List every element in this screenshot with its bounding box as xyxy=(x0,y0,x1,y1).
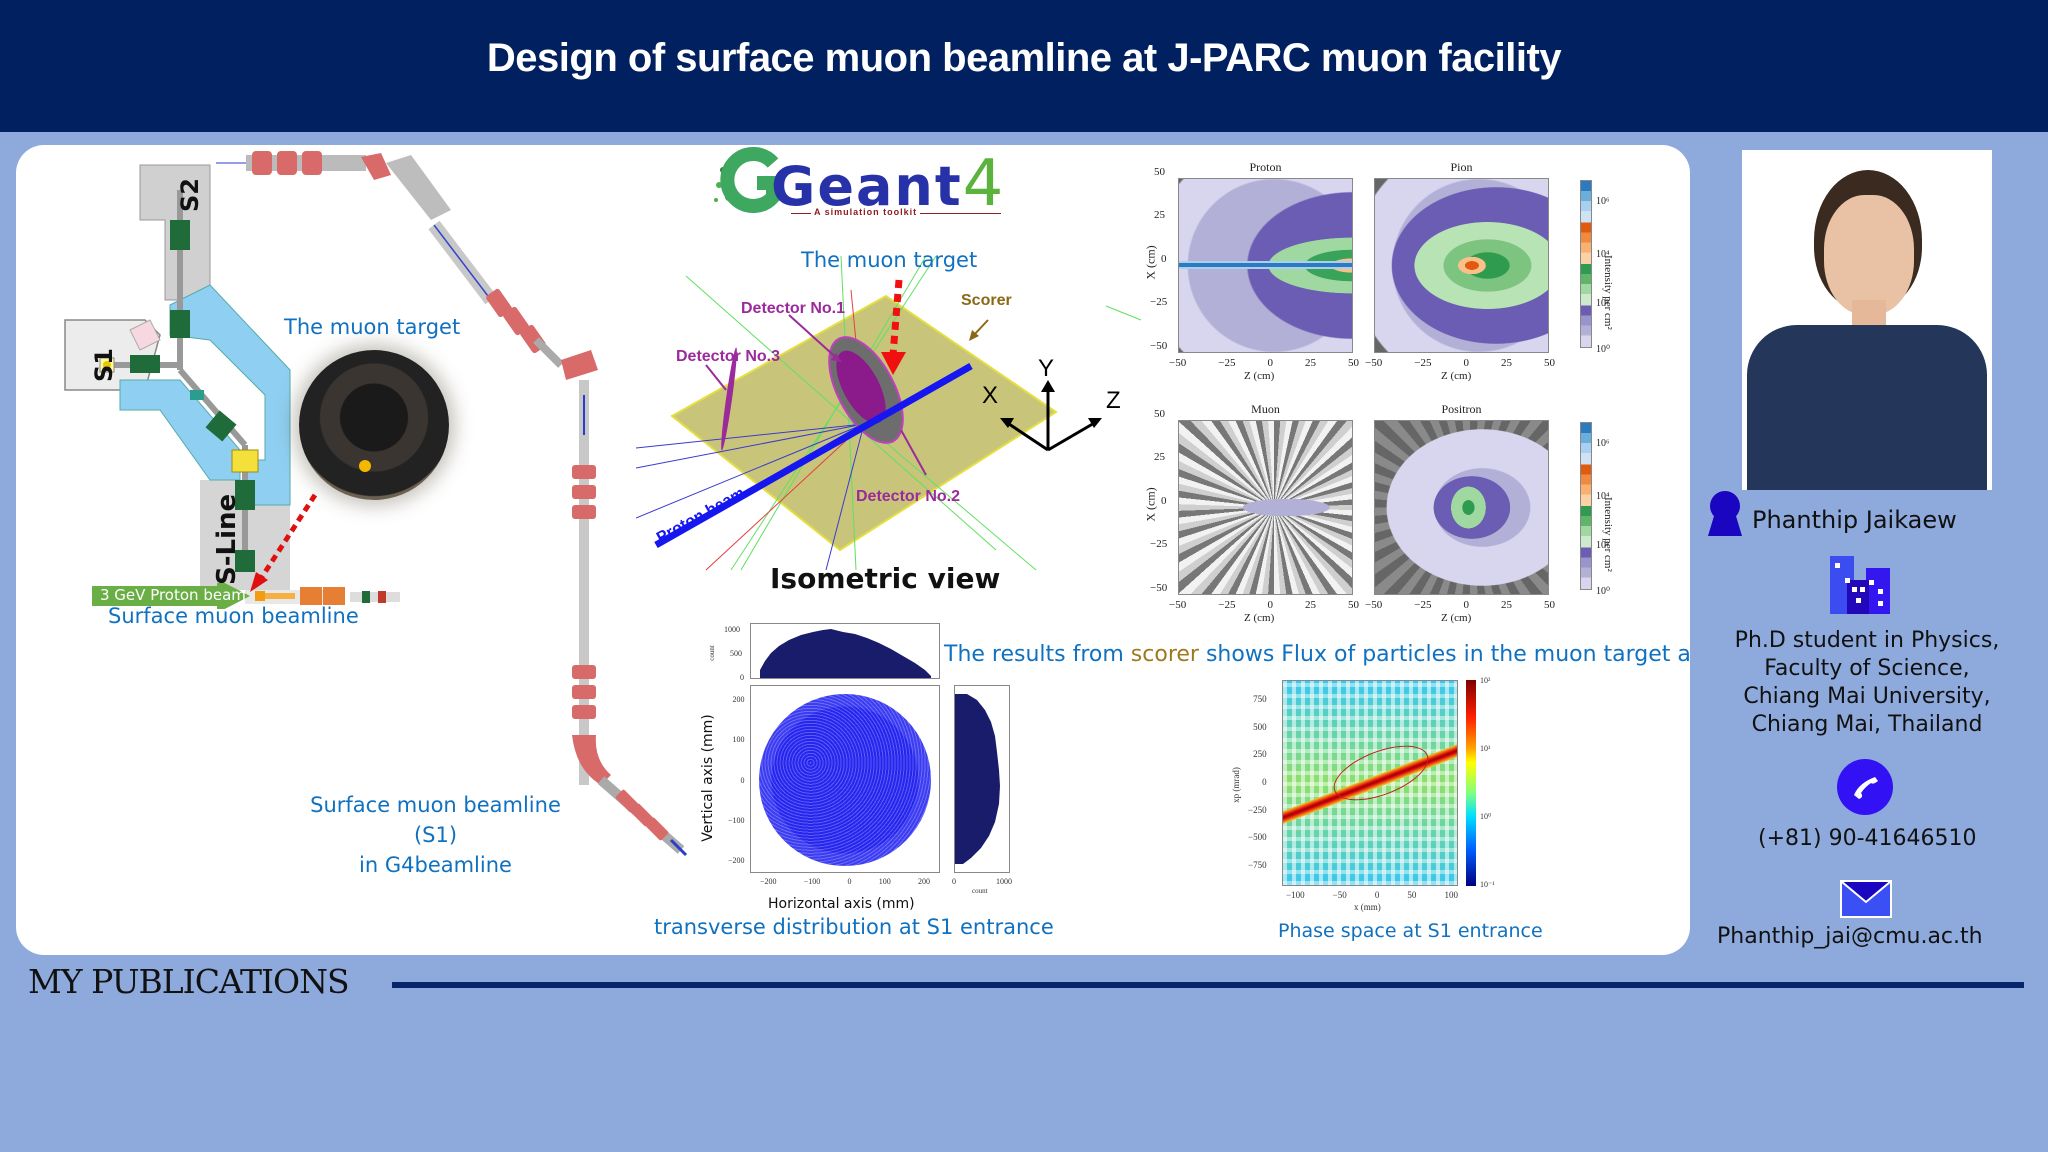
title-banner: Design of surface muon beamline at J-PAR… xyxy=(0,0,2048,132)
colorbar-bottom xyxy=(1580,422,1592,590)
s1-label: S1 xyxy=(90,348,118,382)
muon-target-photo xyxy=(299,350,449,500)
panel-title-positron: Positron xyxy=(1441,402,1482,416)
transverse-caption: transverse distribution at S1 entrance xyxy=(654,915,1054,939)
results-caption: The results from scorer shows Flux of pa… xyxy=(944,642,1690,667)
detector-2-label: Detector No.2 xyxy=(856,488,961,505)
axis-y-label: Y xyxy=(1038,355,1055,382)
phase-space-xlabel: x (mm) xyxy=(1354,902,1381,912)
profile-name: Phanthip Jaikaew xyxy=(1752,506,1957,534)
proton-xlabel: Z (cm) xyxy=(1244,370,1275,382)
flux-panel-proton xyxy=(1178,178,1353,353)
top-histogram xyxy=(750,623,940,679)
g4beamline-caption: Surface muon beamline (S1) in G4beamline xyxy=(310,793,561,877)
transverse-xlabel: Horizontal axis (mm) xyxy=(768,896,915,912)
isometric-target-label: The muon target xyxy=(801,248,978,272)
axis-z-label: Z xyxy=(1106,387,1121,414)
axis-x-label: X xyxy=(982,382,999,409)
email-icon xyxy=(1840,880,1892,918)
affiliation: Ph.D student in Physics, Faculty of Scie… xyxy=(1734,628,2000,737)
muon-xlabel: Z (cm) xyxy=(1244,612,1275,624)
flux-panel-pion xyxy=(1374,178,1549,353)
muon-target-label: The muon target xyxy=(284,315,461,339)
photo-shirt xyxy=(1747,325,1987,490)
detector-3-label: Detector No.3 xyxy=(676,348,781,365)
flux-panel-muon xyxy=(1178,420,1353,595)
flux-maps: Proton Pion Muon Positron 50 25 0 −25 −5… xyxy=(1143,160,1614,624)
phase-space-ylabel: xp (mrad) xyxy=(1230,767,1241,803)
proton-beam-arrow: 3 GeV Proton beam xyxy=(92,579,252,613)
panel-title-proton: Proton xyxy=(1249,160,1282,174)
geant4-particle-icon xyxy=(714,147,780,213)
surface-muon-caption: Surface muon beamline xyxy=(108,604,359,628)
phase-space-heatmap xyxy=(1282,680,1458,886)
person-icon xyxy=(1706,490,1746,536)
poster-title: Design of surface muon beamline at J-PAR… xyxy=(486,35,1562,80)
colorbar-bottom-label: Intensity per cm² xyxy=(1602,497,1614,572)
publications-heading: MY PUBLICATIONS xyxy=(28,962,350,1001)
transverse-ylabel: Vertical axis (mm) xyxy=(699,714,716,842)
g4beamline-drawing xyxy=(216,145,716,865)
beam-spot xyxy=(759,694,931,866)
content-card: S2 S1 S-Line 3 GeV Proton beam The muon … xyxy=(16,145,1690,955)
publications-divider xyxy=(392,982,2024,988)
phase-space-colorbar xyxy=(1466,680,1476,886)
positron-xlabel: Z (cm) xyxy=(1441,612,1472,624)
isometric-caption: Isometric view xyxy=(770,562,1001,595)
photo-face xyxy=(1824,195,1914,315)
flux-panel-positron xyxy=(1374,420,1549,595)
facility-map-drawing xyxy=(64,164,400,605)
proton-ylabel: X (cm) xyxy=(1143,245,1158,280)
isometric-view: The muon target Detector No.1 Detector N… xyxy=(635,248,1156,600)
phase-space-caption: Phase space at S1 entrance xyxy=(1278,920,1543,942)
facility-map: S2 S1 S-Line 3 GeV Proton beam xyxy=(50,160,410,613)
colorbar-top xyxy=(1580,180,1592,348)
right-histogram xyxy=(954,685,1010,873)
panel-title-muon: Muon xyxy=(1251,402,1280,416)
panel-title-pion: Pion xyxy=(1450,160,1473,174)
detector-1-label: Detector No.1 xyxy=(741,300,846,317)
pion-xlabel: Z (cm) xyxy=(1441,370,1472,382)
target-marker xyxy=(359,460,371,472)
geant4-subtitle: A simulation toolkit xyxy=(811,207,921,217)
email-address[interactable]: Phanthip_jai@cmu.ac.th xyxy=(1717,924,1983,949)
scorer-label: Scorer xyxy=(961,292,1012,309)
phone-number: (+81) 90-41646510 xyxy=(1758,826,1977,851)
building-icon xyxy=(1830,556,1890,614)
profile-photo xyxy=(1742,150,1992,490)
colorbar-top-label: Intensity per cm² xyxy=(1602,255,1614,330)
phone-icon xyxy=(1837,759,1893,815)
geant4-wordmark: Geant4 xyxy=(771,147,1006,221)
s2-label: S2 xyxy=(176,178,204,212)
geant4-logo: Geant4 A simulation toolkit xyxy=(711,145,1011,221)
transverse-scatter xyxy=(750,685,940,873)
muon-ylabel: X (cm) xyxy=(1143,487,1158,522)
